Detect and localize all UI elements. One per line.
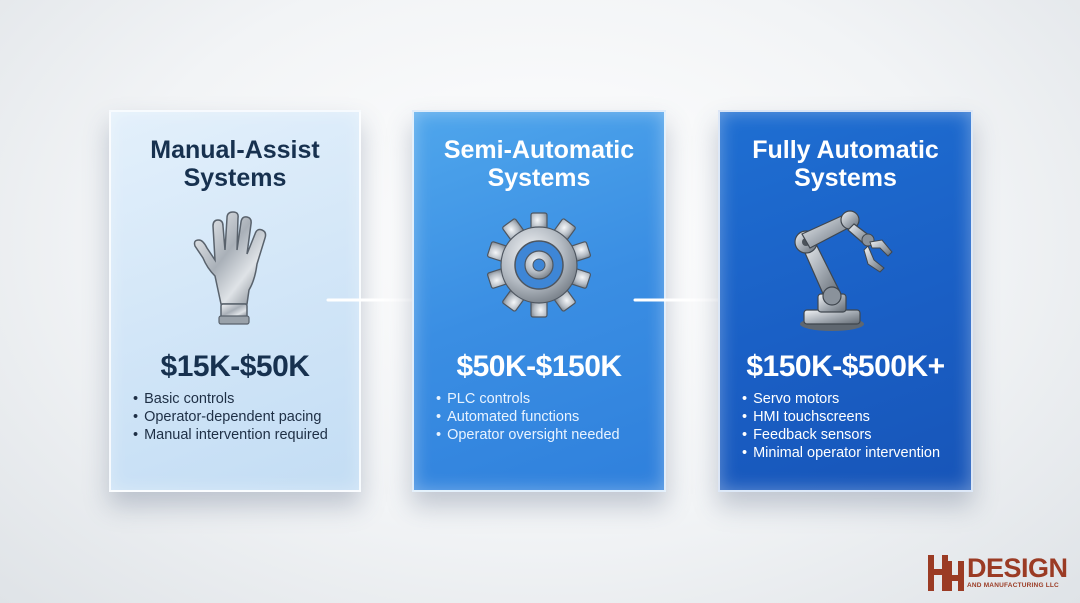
card-title: Fully Automatic Systems — [752, 136, 939, 192]
feature-item: Feedback sensors — [742, 426, 940, 444]
robot-arm-icon — [793, 210, 893, 331]
card-manual-assist: Manual-Assist Systems $15K-$50K Basic co… — [109, 110, 361, 492]
price-range: $15K-$50K — [160, 350, 310, 383]
card-fully-automatic: Fully Automatic Systems $150K-$500K+ Ser… — [718, 110, 973, 492]
logo-wordmark: DESIGN — [967, 553, 1068, 583]
feature-item: Automated functions — [436, 408, 620, 426]
feature-item: Operator oversight needed — [436, 426, 620, 444]
feature-item: Manual intervention required — [133, 426, 328, 444]
monogram-icon — [928, 555, 964, 591]
card-semi-automatic: Semi-Automatic Systems — [412, 110, 666, 492]
feature-item: PLC controls — [436, 390, 620, 408]
card-title: Manual-Assist Systems — [150, 136, 320, 192]
feature-item: Minimal operator intervention — [742, 444, 940, 462]
feature-item: HMI touchscreens — [742, 408, 940, 426]
feature-item: Operator-dependent pacing — [133, 408, 328, 426]
logo-tagline: AND MANUFACTURING LLC — [967, 582, 1059, 589]
feature-list: Basic controls Operator-dependent pacing… — [133, 390, 328, 444]
feature-list: PLC controls Automated functions Operato… — [436, 390, 620, 444]
feature-item: Basic controls — [133, 390, 328, 408]
feature-item: Servo motors — [742, 390, 940, 408]
feature-list: Servo motors HMI touchscreens Feedback s… — [742, 390, 940, 462]
price-range: $150K-$500K+ — [746, 350, 945, 383]
company-logo: DESIGN AND MANUFACTURING LLC — [926, 551, 1070, 595]
card-title: Semi-Automatic Systems — [443, 136, 635, 192]
hand-icon — [193, 211, 267, 325]
gear-icon — [486, 212, 592, 318]
price-range: $50K-$150K — [456, 350, 622, 383]
